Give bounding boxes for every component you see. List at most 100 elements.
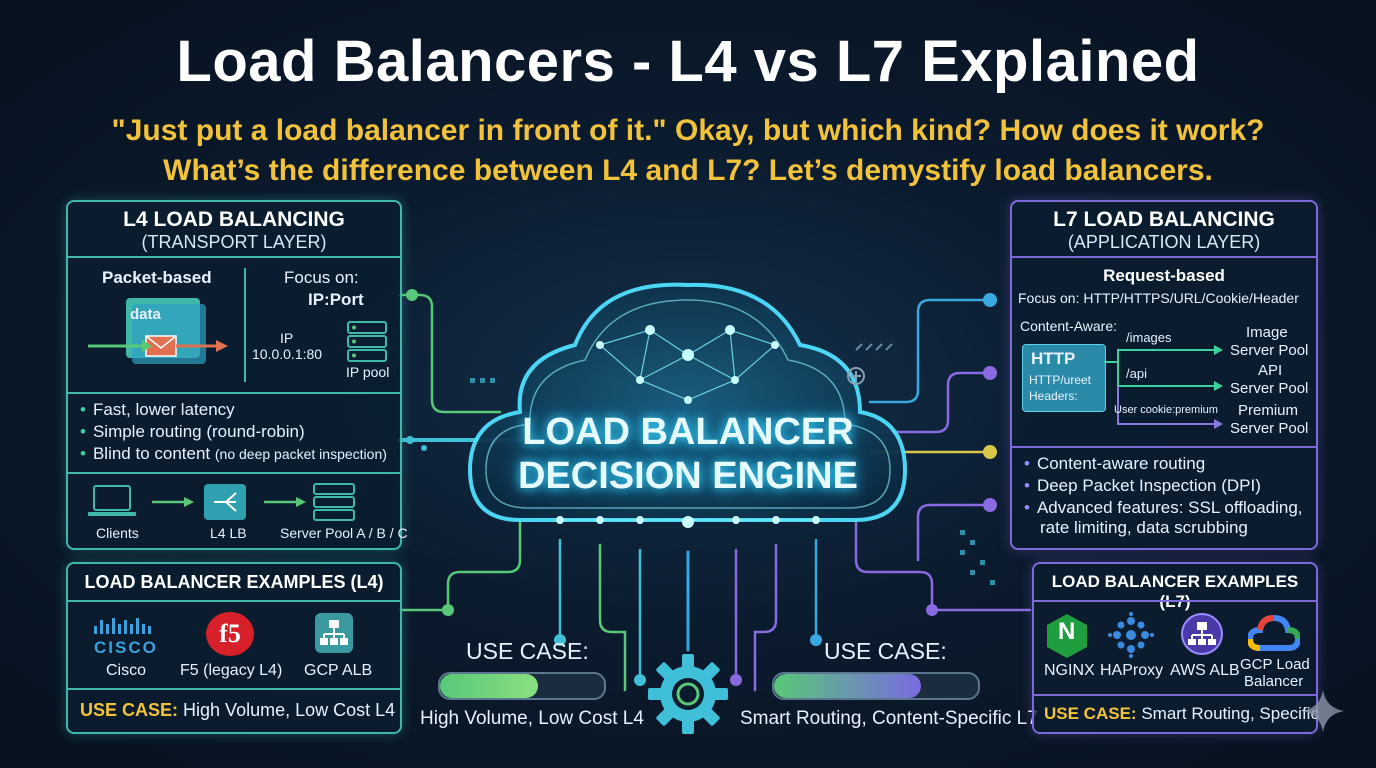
routing-arrows bbox=[1104, 345, 1223, 429]
route-path-api: /api bbox=[1126, 366, 1147, 381]
l4-subheader: (TRANSPORT LAYER) bbox=[141, 232, 327, 252]
l4-examples-panel: LOAD BALANCER EXAMPLES (L4) CISCO Cisco … bbox=[66, 562, 402, 734]
nginx-logo-letter: N bbox=[1058, 618, 1076, 645]
packet-based-label: Packet-based bbox=[102, 268, 212, 287]
left-usecase-label: USE CASE: bbox=[466, 638, 589, 664]
l7-header: L7 LOAD BALANCING bbox=[1053, 208, 1275, 231]
l7-examples-header: LOAD BALANCER EXAMPLES (L7) bbox=[1051, 572, 1299, 611]
right-usecase-label: USE CASE: bbox=[824, 638, 947, 664]
engine-line-1: LOAD BALANCER bbox=[522, 411, 854, 453]
divider bbox=[68, 392, 400, 394]
data-label: data bbox=[130, 306, 161, 323]
http-sub-2: Headers: bbox=[1029, 389, 1078, 403]
flow-pool-label: Server Pool A / B / C bbox=[280, 525, 408, 541]
example-gcp-alb: GCP ALB bbox=[304, 662, 373, 679]
l7-bullet-2: Deep Packet Inspection (DPI) bbox=[1024, 476, 1261, 496]
divider bbox=[1012, 256, 1316, 258]
l7-bullet-3-cont: rate limiting, data scrubbing bbox=[1040, 518, 1248, 537]
http-request-box: HTTP HTTP/ureet Headers: bbox=[1022, 344, 1106, 412]
l7-usecase-label: USE CASE: bbox=[1044, 704, 1137, 723]
left-usecase-caption: High Volume, Low Cost L4 bbox=[420, 708, 644, 729]
l7-focus: Focus on: HTTP/HTTPS/URL/Cookie/Header bbox=[1018, 290, 1299, 306]
ip-value: 10.0.0.1:80 bbox=[252, 346, 323, 362]
left-usecase-bar-fill bbox=[440, 674, 539, 698]
right-usecase-caption: Smart Routing, Content-Specific L7 bbox=[740, 708, 1038, 729]
divider bbox=[68, 688, 400, 690]
l7-usecase-value: Smart Routing, Specific bbox=[1141, 704, 1319, 723]
focus-label: Focus on: bbox=[284, 268, 359, 287]
flow-clients-label: Clients bbox=[96, 525, 139, 541]
request-based-label: Request-based bbox=[1103, 266, 1225, 285]
l4-bullet-2: Simple routing (round-robin) bbox=[80, 422, 305, 442]
divider bbox=[68, 472, 400, 474]
route-target-premium-2: Server Pool bbox=[1230, 420, 1309, 437]
right-usecase-bar bbox=[772, 672, 980, 700]
l7-subheader: (APPLICATION LAYER) bbox=[1067, 232, 1261, 252]
divider bbox=[1034, 600, 1316, 602]
divider bbox=[1034, 694, 1316, 696]
route-path-premium: User cookie:premium bbox=[1114, 404, 1218, 416]
example-cisco: Cisco bbox=[106, 662, 147, 679]
l4-usecase-label: USE CASE: bbox=[80, 700, 179, 720]
l7-panel: L7 LOAD BALANCING (APPLICATION LAYER) Re… bbox=[1010, 200, 1318, 550]
route-target-api-1: API bbox=[1258, 362, 1283, 379]
laptop-icon bbox=[88, 485, 136, 516]
server-pool-icon bbox=[313, 483, 355, 521]
route-target-api-2: Server Pool bbox=[1230, 380, 1309, 397]
example-haproxy: HAProxy bbox=[1100, 662, 1164, 679]
l4-bullet-3-text: Blind to content bbox=[92, 444, 211, 463]
l7-bullet-3: Advanced features: SSL offloading, bbox=[1024, 498, 1303, 518]
focus-value: IP:Port bbox=[308, 290, 364, 309]
l4-bullet-3: Blind to content (no deep packet inspect… bbox=[80, 444, 387, 464]
l7-usecase: USE CASE: Smart Routing, Specific bbox=[1044, 704, 1319, 724]
engine-line-2: DECISION ENGINE bbox=[518, 455, 858, 497]
right-usecase-bar-fill bbox=[774, 674, 921, 698]
l4-usecase: USE CASE: High Volume, Low Cost L4 bbox=[80, 700, 395, 721]
http-sub-1: HTTP/ureet bbox=[1029, 373, 1092, 387]
subtitle-line-1: "Just put a load balancer in front of it… bbox=[111, 114, 1265, 147]
l4-flow-diagram bbox=[88, 483, 355, 521]
server-stack-icon bbox=[347, 321, 387, 362]
page-title: Load Balancers - L4 vs L7 Explained bbox=[176, 29, 1200, 94]
example-aws-alb: AWS ALB bbox=[1170, 662, 1240, 679]
example-f5: F5 (legacy L4) bbox=[180, 662, 283, 679]
divider bbox=[68, 256, 400, 258]
gear-icon bbox=[648, 654, 728, 734]
ip-pool-label: IP pool bbox=[346, 364, 390, 380]
l4-examples-header: LOAD BALANCER EXAMPLES (L4) bbox=[84, 572, 384, 592]
route-target-images-1: Image bbox=[1246, 324, 1288, 341]
sparkle-icon bbox=[1302, 690, 1344, 732]
l4-bullet-1: Fast, lower latency bbox=[80, 400, 235, 420]
decision-engine-label: LOAD BALANCER DECISION ENGINE bbox=[510, 410, 866, 498]
example-gcp-line-1: GCP Load bbox=[1240, 656, 1310, 673]
l4-bullet-3-note: (no deep packet inspection) bbox=[214, 446, 387, 462]
divider bbox=[244, 268, 246, 382]
http-label: HTTP bbox=[1031, 349, 1076, 368]
ip-label: IP bbox=[280, 330, 294, 346]
f5-logo-icon: f5 bbox=[206, 612, 254, 656]
divider bbox=[68, 600, 400, 602]
l4-usecase-value: High Volume, Low Cost L4 bbox=[183, 700, 396, 720]
route-target-premium-1: Premium bbox=[1238, 402, 1299, 419]
l7-examples-panel: LOAD BALANCER EXAMPLES (L7) N NGINX HAPr… bbox=[1032, 562, 1319, 734]
l4-header: L4 LOAD BALANCING bbox=[123, 208, 345, 231]
haproxy-logo-icon bbox=[1108, 612, 1154, 658]
l4-panel: L4 LOAD BALANCING (TRANSPORT LAYER) Pack… bbox=[66, 200, 408, 550]
divider bbox=[1012, 446, 1316, 448]
route-path-images: /images bbox=[1126, 330, 1172, 345]
load-balancer-icon bbox=[204, 484, 246, 520]
packet-envelope-icon bbox=[88, 298, 228, 364]
left-usecase-bar bbox=[438, 672, 606, 700]
l7-bullet-1: Content-aware routing bbox=[1024, 454, 1205, 474]
subtitle-line-2: What’s the difference between L4 and L7?… bbox=[163, 154, 1213, 187]
example-gcp-line-2: Balancer bbox=[1244, 673, 1304, 690]
flow-lb-label: L4 LB bbox=[210, 525, 247, 541]
aws-alb-logo-icon bbox=[1181, 613, 1223, 655]
cisco-logo-text: CISCO bbox=[94, 638, 158, 657]
network-hierarchy-icon bbox=[315, 613, 353, 653]
content-aware-label: Content-Aware: bbox=[1020, 318, 1118, 334]
example-nginx: NGINX bbox=[1044, 662, 1095, 679]
route-target-images-2: Server Pool bbox=[1230, 342, 1309, 359]
cisco-logo-icon bbox=[94, 618, 151, 634]
